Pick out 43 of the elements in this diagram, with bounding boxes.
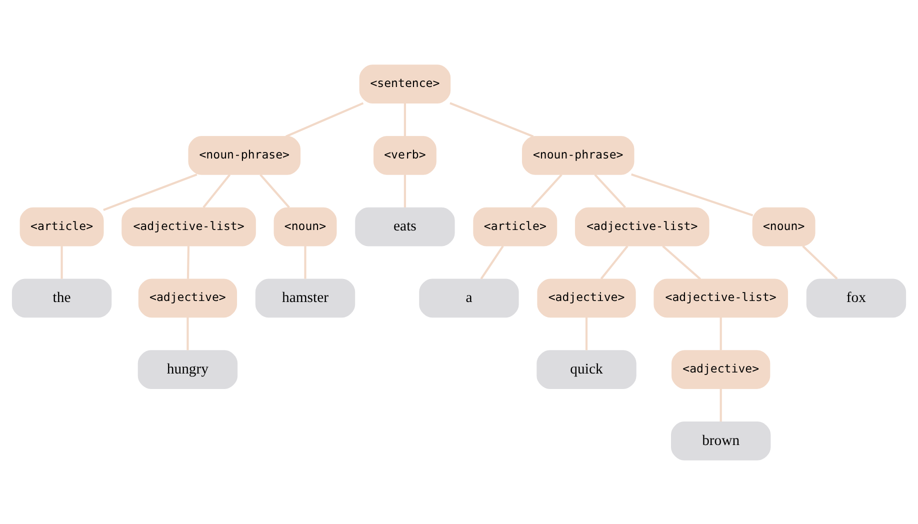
node-box: <noun> [274, 206, 337, 246]
connector [404, 102, 406, 136]
node-box: <noun> [752, 206, 816, 246]
connector [103, 173, 198, 210]
connector [202, 174, 231, 208]
node-box: a [419, 278, 519, 318]
connector [531, 174, 562, 208]
connector [720, 388, 722, 422]
node-box: <adjective> [138, 278, 238, 318]
connector [450, 102, 534, 137]
connector [260, 174, 290, 208]
connector [802, 244, 838, 280]
node-box: <adjective-list> [654, 278, 788, 318]
connector [720, 316, 722, 350]
node-box: <noun-phrase> [188, 136, 301, 174]
node-box: quick [536, 350, 636, 388]
node-box: eats [355, 206, 455, 246]
node-box: <adjective> [672, 350, 770, 388]
connector [585, 316, 588, 350]
node-box: hungry [138, 350, 238, 388]
node-box: <adjective> [537, 278, 636, 318]
node-box: <adjective-list> [574, 206, 710, 246]
connector [304, 246, 306, 278]
connector [186, 316, 189, 350]
node-box: <verb> [373, 136, 436, 174]
connector [600, 244, 628, 279]
node-box: fox [806, 278, 906, 318]
connector [594, 173, 626, 208]
connector [404, 174, 406, 207]
node-box: the [12, 278, 112, 318]
node-box: <article> [473, 206, 558, 246]
node-box: <article> [20, 206, 104, 246]
connector [662, 244, 701, 280]
connector [286, 102, 364, 137]
node-box: <sentence> [359, 64, 451, 103]
node-box: hamster [255, 278, 356, 318]
connector [480, 244, 504, 279]
node-box: <adjective-list> [122, 206, 256, 246]
connector [60, 246, 63, 278]
node-box: <noun-phrase> [522, 136, 634, 174]
node-box: brown [671, 421, 771, 460]
connector [631, 172, 754, 216]
connector [186, 246, 190, 278]
